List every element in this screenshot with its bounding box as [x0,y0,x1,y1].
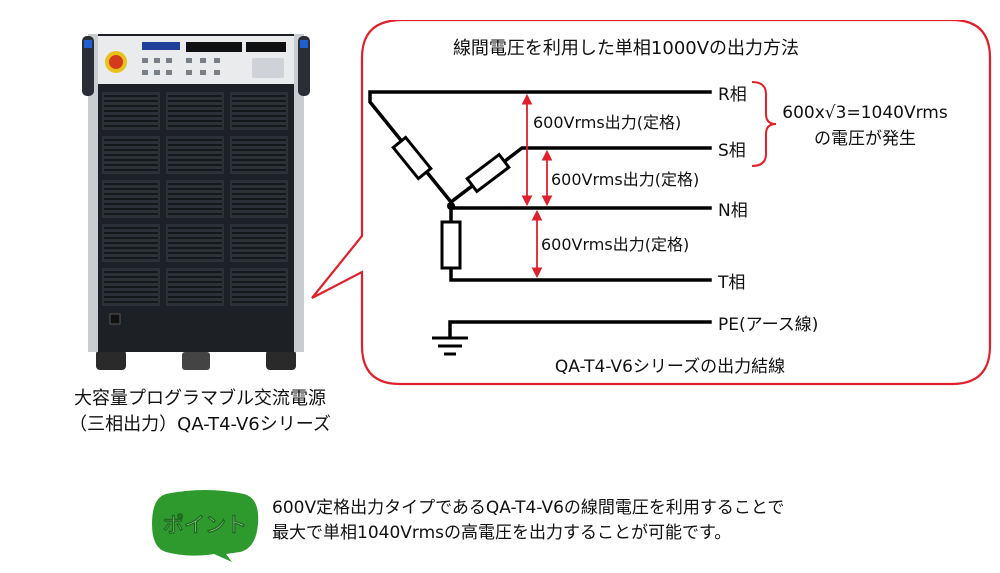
diagram-title: 線間電圧を利用した単相1000Vの出力方法 [453,38,799,59]
product-photo [82,34,310,370]
product-caption-line1: 大容量プログラマブル交流電源 [74,388,326,409]
coil-s [465,152,511,194]
coil-t [440,220,462,270]
wiring-diagram: 線間電圧を利用した単相1000Vの出力方法 600Vrms出力(定格) 600V… [311,20,992,386]
rating-label-rs: 600Vrms出力(定格) [533,113,681,132]
phase-t-label: T相 [717,273,745,293]
phase-pe-label: PE(アース線) [718,315,818,335]
callout-frame [311,20,992,386]
phase-n-label: N相 [718,201,748,221]
point-text-line1: 600V定格出力タイプであるQA-T4-V6の線間電圧を利用することで [272,498,785,518]
phase-s-label: S相 [718,141,746,161]
diagram-footer: QA-T4-V6シリーズの出力結線 [555,357,785,377]
point-badge-label: ポイント [163,513,247,537]
rating-label-sn: 600Vrms出力(定格) [551,170,699,189]
ground-icon [432,336,468,356]
rating-label-nt: 600Vrms出力(定格) [541,235,689,254]
phase-r-label: R相 [718,85,747,105]
point-text: 600V定格出力タイプであるQA-T4-V6の線間電圧を利用することで 最大で単… [272,496,784,546]
result-line2: の電圧が発生 [814,129,916,149]
coil-r [391,135,433,181]
point-text-line2: 最大で単相1040Vrmsの高電圧を出力することが可能です。 [272,523,732,543]
point-badge: ポイント [152,490,259,562]
product-caption: 大容量プログラマブル交流電源 （三相出力）QA-T4-V6シリーズ [30,386,370,438]
wire-pe [448,320,712,338]
result-line1: 600x√3=1040Vrms [782,103,948,123]
voltage-brace [751,81,777,167]
product-caption-line2: （三相出力）QA-T4-V6シリーズ [69,414,331,435]
